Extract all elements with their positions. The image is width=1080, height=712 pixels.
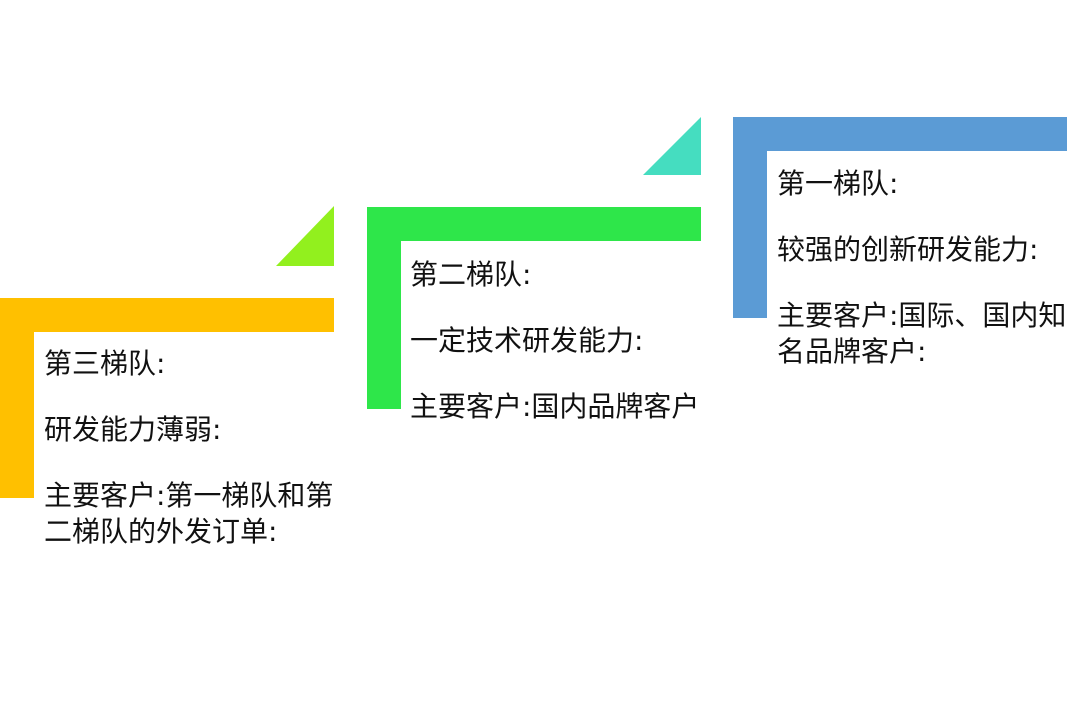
tier3-title: 第三梯队: (44, 347, 166, 380)
tier3-bracket-top (0, 298, 334, 332)
tier3-capability: 研发能力薄弱: (44, 413, 222, 446)
tier1-title: 第一梯队: (777, 167, 899, 200)
tier1-bracket-top (733, 117, 1067, 151)
tier3-customers: 主要客户:第一梯队和第二梯队的外发订单: (44, 479, 334, 548)
tier1-bracket-side (733, 117, 767, 318)
tier3-arrow-triangle (276, 206, 334, 266)
tier2-capability: 一定技术研发能力: (410, 324, 644, 357)
tier1-capability: 较强的创新研发能力: (777, 233, 1039, 266)
tier2-arrow-triangle (643, 117, 701, 175)
tier3-text: 第三梯队: 研发能力薄弱: 主要客户:第一梯队和第二梯队的外发订单: (44, 346, 334, 550)
tier3-bracket-side (0, 298, 34, 498)
tier1-customers: 主要客户:国际、国内知名品牌客户: (777, 299, 1067, 368)
tier2-bracket-top (367, 207, 701, 241)
tier2-customers: 主要客户:国内品牌客户 (410, 390, 700, 423)
tier2-bracket-side (367, 207, 401, 409)
tier1-text: 第一梯队: 较强的创新研发能力: 主要客户:国际、国内知名品牌客户: (777, 166, 1067, 370)
tier2-title: 第二梯队: (410, 258, 532, 291)
tier2-text: 第二梯队: 一定技术研发能力: 主要客户:国内品牌客户 (410, 257, 700, 425)
